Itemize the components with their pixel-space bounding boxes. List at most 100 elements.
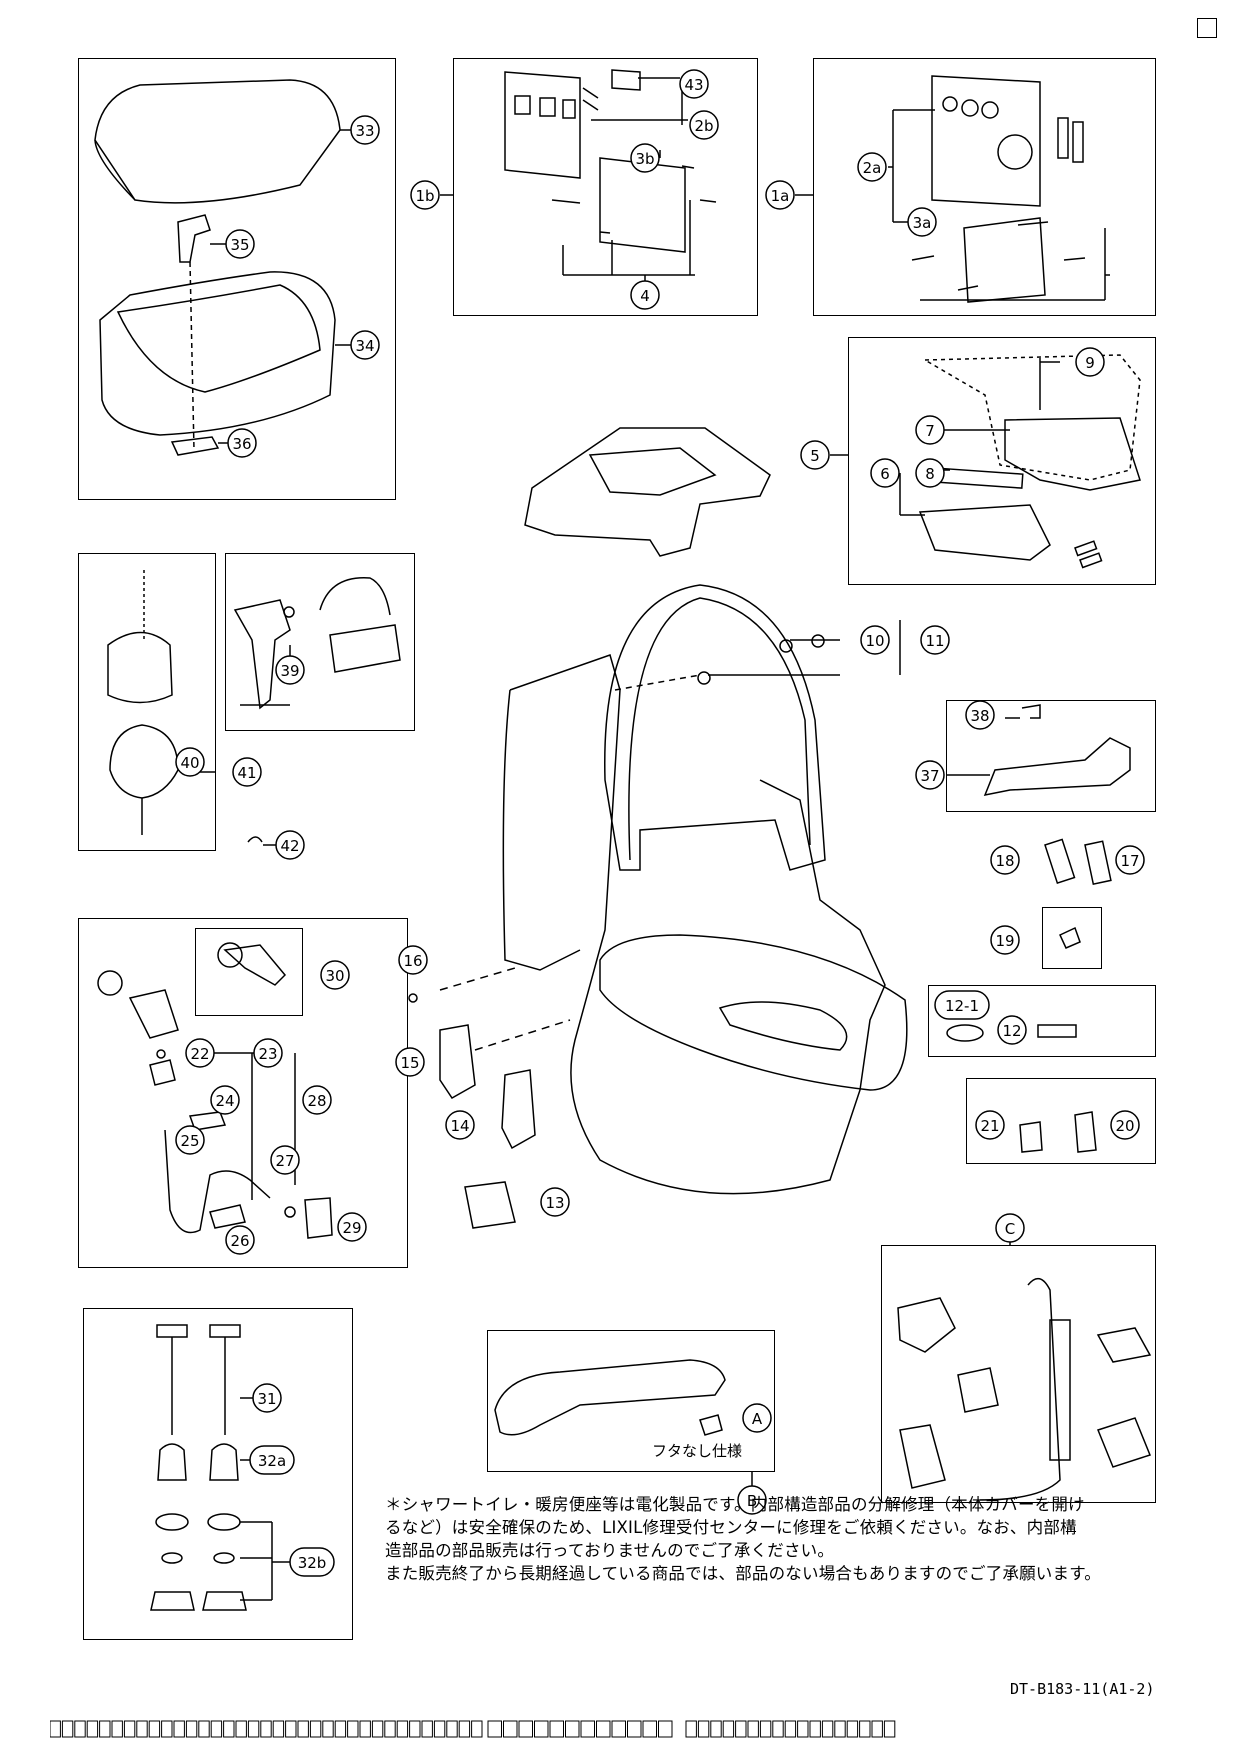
part-label-24: 24 (210, 1085, 240, 1115)
footer-box (421, 1720, 433, 1738)
document-number: DT-B183-11(A1-2) (1010, 1680, 1155, 1698)
tee-drawing (899, 1424, 946, 1489)
note-line-1: ＊シャワートイレ・暖房便座等は電化製品です。内部構造部品の分解修理（本体カバーを… (385, 1495, 1085, 1514)
part-label-text-37: 37 (920, 767, 939, 785)
part-label-text-23: 23 (258, 1045, 277, 1063)
part-label-8: 8 (915, 458, 945, 488)
control-unit-box (848, 337, 1156, 585)
footer-box (309, 1720, 322, 1738)
footer-box (50, 1720, 61, 1738)
part-17-drawing (1084, 840, 1112, 886)
part-label-text-1a: 1a (771, 187, 790, 205)
option-c-box (881, 1245, 1156, 1503)
part-label-text-18: 18 (995, 852, 1014, 870)
part-label-text-3b: 3b (635, 150, 654, 168)
cord-drawing (979, 1277, 1061, 1501)
footer-box (565, 1720, 580, 1738)
part-label-text-27: 27 (275, 1152, 294, 1170)
note-line-3: 造部品の部品販売は行っておりませんのでご了承ください。 (385, 1541, 835, 1560)
lid-clip-drawing (177, 214, 211, 263)
part-label-text-4: 4 (640, 287, 650, 305)
footer-box (772, 1720, 784, 1738)
part-label-text-11: 11 (925, 632, 944, 650)
sheet-1-drawing (1096, 1327, 1152, 1363)
tank-lid-box (78, 58, 396, 500)
footer-box (580, 1720, 595, 1738)
part-label-text-42: 42 (280, 837, 299, 855)
footer-box (61, 1720, 74, 1738)
part-label-text-34: 34 (355, 337, 374, 355)
footer-box (821, 1720, 834, 1738)
part-label-34: 34 (350, 330, 380, 360)
nut-12-drawing (1037, 1024, 1077, 1038)
part-label-text-39: 39 (280, 662, 299, 680)
part-label-text-19: 19 (995, 932, 1014, 950)
part-label-1a: 1a (765, 180, 795, 210)
footer-box (809, 1720, 821, 1738)
part-label-text-16: 16 (403, 952, 422, 970)
part-label-17: 17 (1115, 845, 1145, 875)
footer-box (534, 1720, 549, 1738)
tank-lid-drawing (94, 79, 341, 204)
footer-box (334, 1720, 347, 1738)
cap-12-1-drawing (946, 1024, 984, 1042)
remote-1a-box (813, 58, 1156, 316)
footer-box (297, 1720, 309, 1738)
part-label-text-35: 35 (230, 236, 249, 254)
part-label-12-1: 12-1 (934, 990, 990, 1020)
flex-hose-drawing (164, 1129, 271, 1234)
footer-box (285, 1720, 297, 1738)
part-label-text-32b: 32b (298, 1554, 327, 1572)
side-cover-14-drawing (501, 1069, 536, 1150)
flush-valve-drawing (107, 631, 173, 704)
part-label-5: 5 (800, 440, 830, 470)
toilet-body-drawing (509, 654, 886, 1195)
remote-panel-1a-drawing (931, 75, 1041, 207)
footer-box (834, 1720, 846, 1738)
bolts-box (83, 1308, 353, 1640)
footer-box (371, 1720, 384, 1738)
part-label-text-13: 13 (545, 1194, 564, 1212)
part-label-A: A (742, 1403, 772, 1433)
part-label-3a: 3a (907, 207, 937, 237)
part-label-text-25: 25 (180, 1132, 199, 1150)
tank-drawing (99, 271, 336, 436)
part-label-text-29: 29 (342, 1219, 361, 1237)
part-label-7: 7 (915, 415, 945, 445)
part-label-text-17: 17 (1120, 852, 1139, 870)
part-label-28: 28 (302, 1085, 332, 1115)
part-label-22: 22 (185, 1038, 215, 1068)
hinge-cover-box (487, 1330, 775, 1472)
part-label-text-5: 5 (810, 447, 820, 465)
footer-box (198, 1720, 210, 1738)
footer-box (549, 1720, 564, 1738)
footer-box (487, 1720, 502, 1738)
drain-fitting-drawing (170, 436, 220, 456)
part-label-29: 29 (337, 1212, 367, 1242)
remote-1b-box (453, 58, 758, 316)
valve-20-drawing (1074, 1111, 1097, 1153)
part-label-text-41: 41 (237, 764, 256, 782)
part-label-20: 20 (1110, 1110, 1140, 1140)
footer-box (710, 1720, 722, 1738)
part-label-3b: 3b (630, 143, 660, 173)
part-label-text-43: 43 (684, 76, 703, 94)
flush-valve-box (78, 553, 216, 851)
part-label-11: 11 (920, 625, 950, 655)
button-panel-drawing (918, 504, 1051, 561)
part-label-4: 4 (630, 280, 660, 310)
part-label-31: 31 (252, 1383, 282, 1413)
footer-placeholder-boxes (50, 1720, 896, 1738)
footer-box (99, 1720, 111, 1738)
raised-lid-drawing (604, 584, 826, 871)
footer-box (396, 1720, 409, 1738)
stop-valve-drawing (128, 989, 179, 1039)
footer-box (74, 1720, 86, 1738)
part-label-text-14: 14 (450, 1117, 469, 1135)
footer-box (322, 1720, 334, 1738)
part-18-drawing (1044, 838, 1076, 884)
footer-box (797, 1720, 809, 1738)
footer-box (471, 1720, 483, 1738)
